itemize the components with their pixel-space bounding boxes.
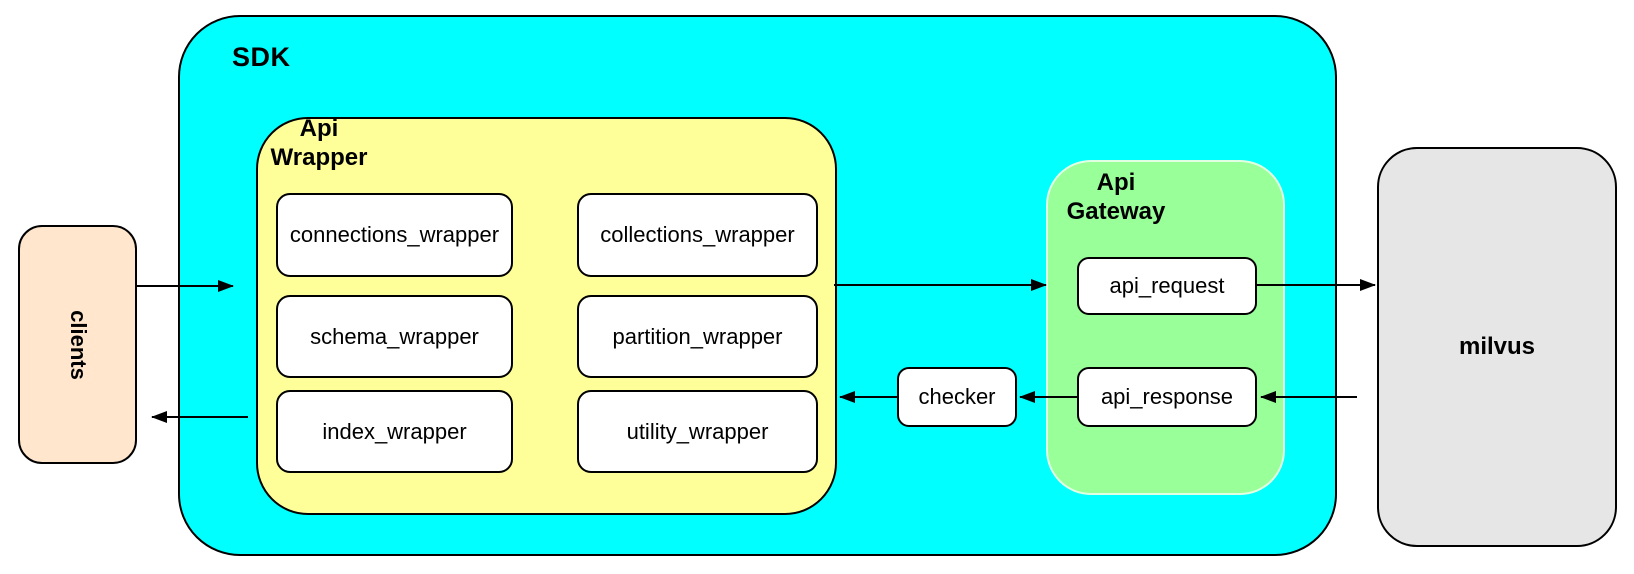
api-wrapper-label-line1: Api [299, 115, 339, 142]
api-wrapper-label-line2: Wrapper [270, 144, 368, 171]
utility-wrapper-box: utility_wrapper [577, 390, 818, 473]
clients-label: clients [65, 309, 91, 380]
api-gateway-label-line2: Gateway [1066, 198, 1166, 225]
milvus-label: milvus [1458, 333, 1536, 360]
connections-wrapper-box: connections_wrapper [276, 193, 513, 277]
api-gateway-label-line1: Api [1096, 169, 1136, 196]
schema-wrapper-box: schema_wrapper [276, 295, 513, 378]
checker-box: checker [897, 367, 1017, 427]
milvus-node: milvus [1377, 147, 1617, 547]
api-gateway-label: Api Gateway [1052, 168, 1180, 226]
partition-wrapper-box: partition_wrapper [577, 295, 818, 378]
api-response-box: api_response [1077, 367, 1257, 427]
sdk-label: SDK [232, 42, 291, 72]
index-wrapper-box: index_wrapper [276, 390, 513, 473]
api-gateway-container [1046, 160, 1285, 495]
api-wrapper-label: Api Wrapper [260, 114, 378, 172]
api-request-box: api_request [1077, 257, 1257, 315]
collections-wrapper-box: collections_wrapper [577, 193, 818, 277]
clients-node: clients [18, 225, 137, 464]
